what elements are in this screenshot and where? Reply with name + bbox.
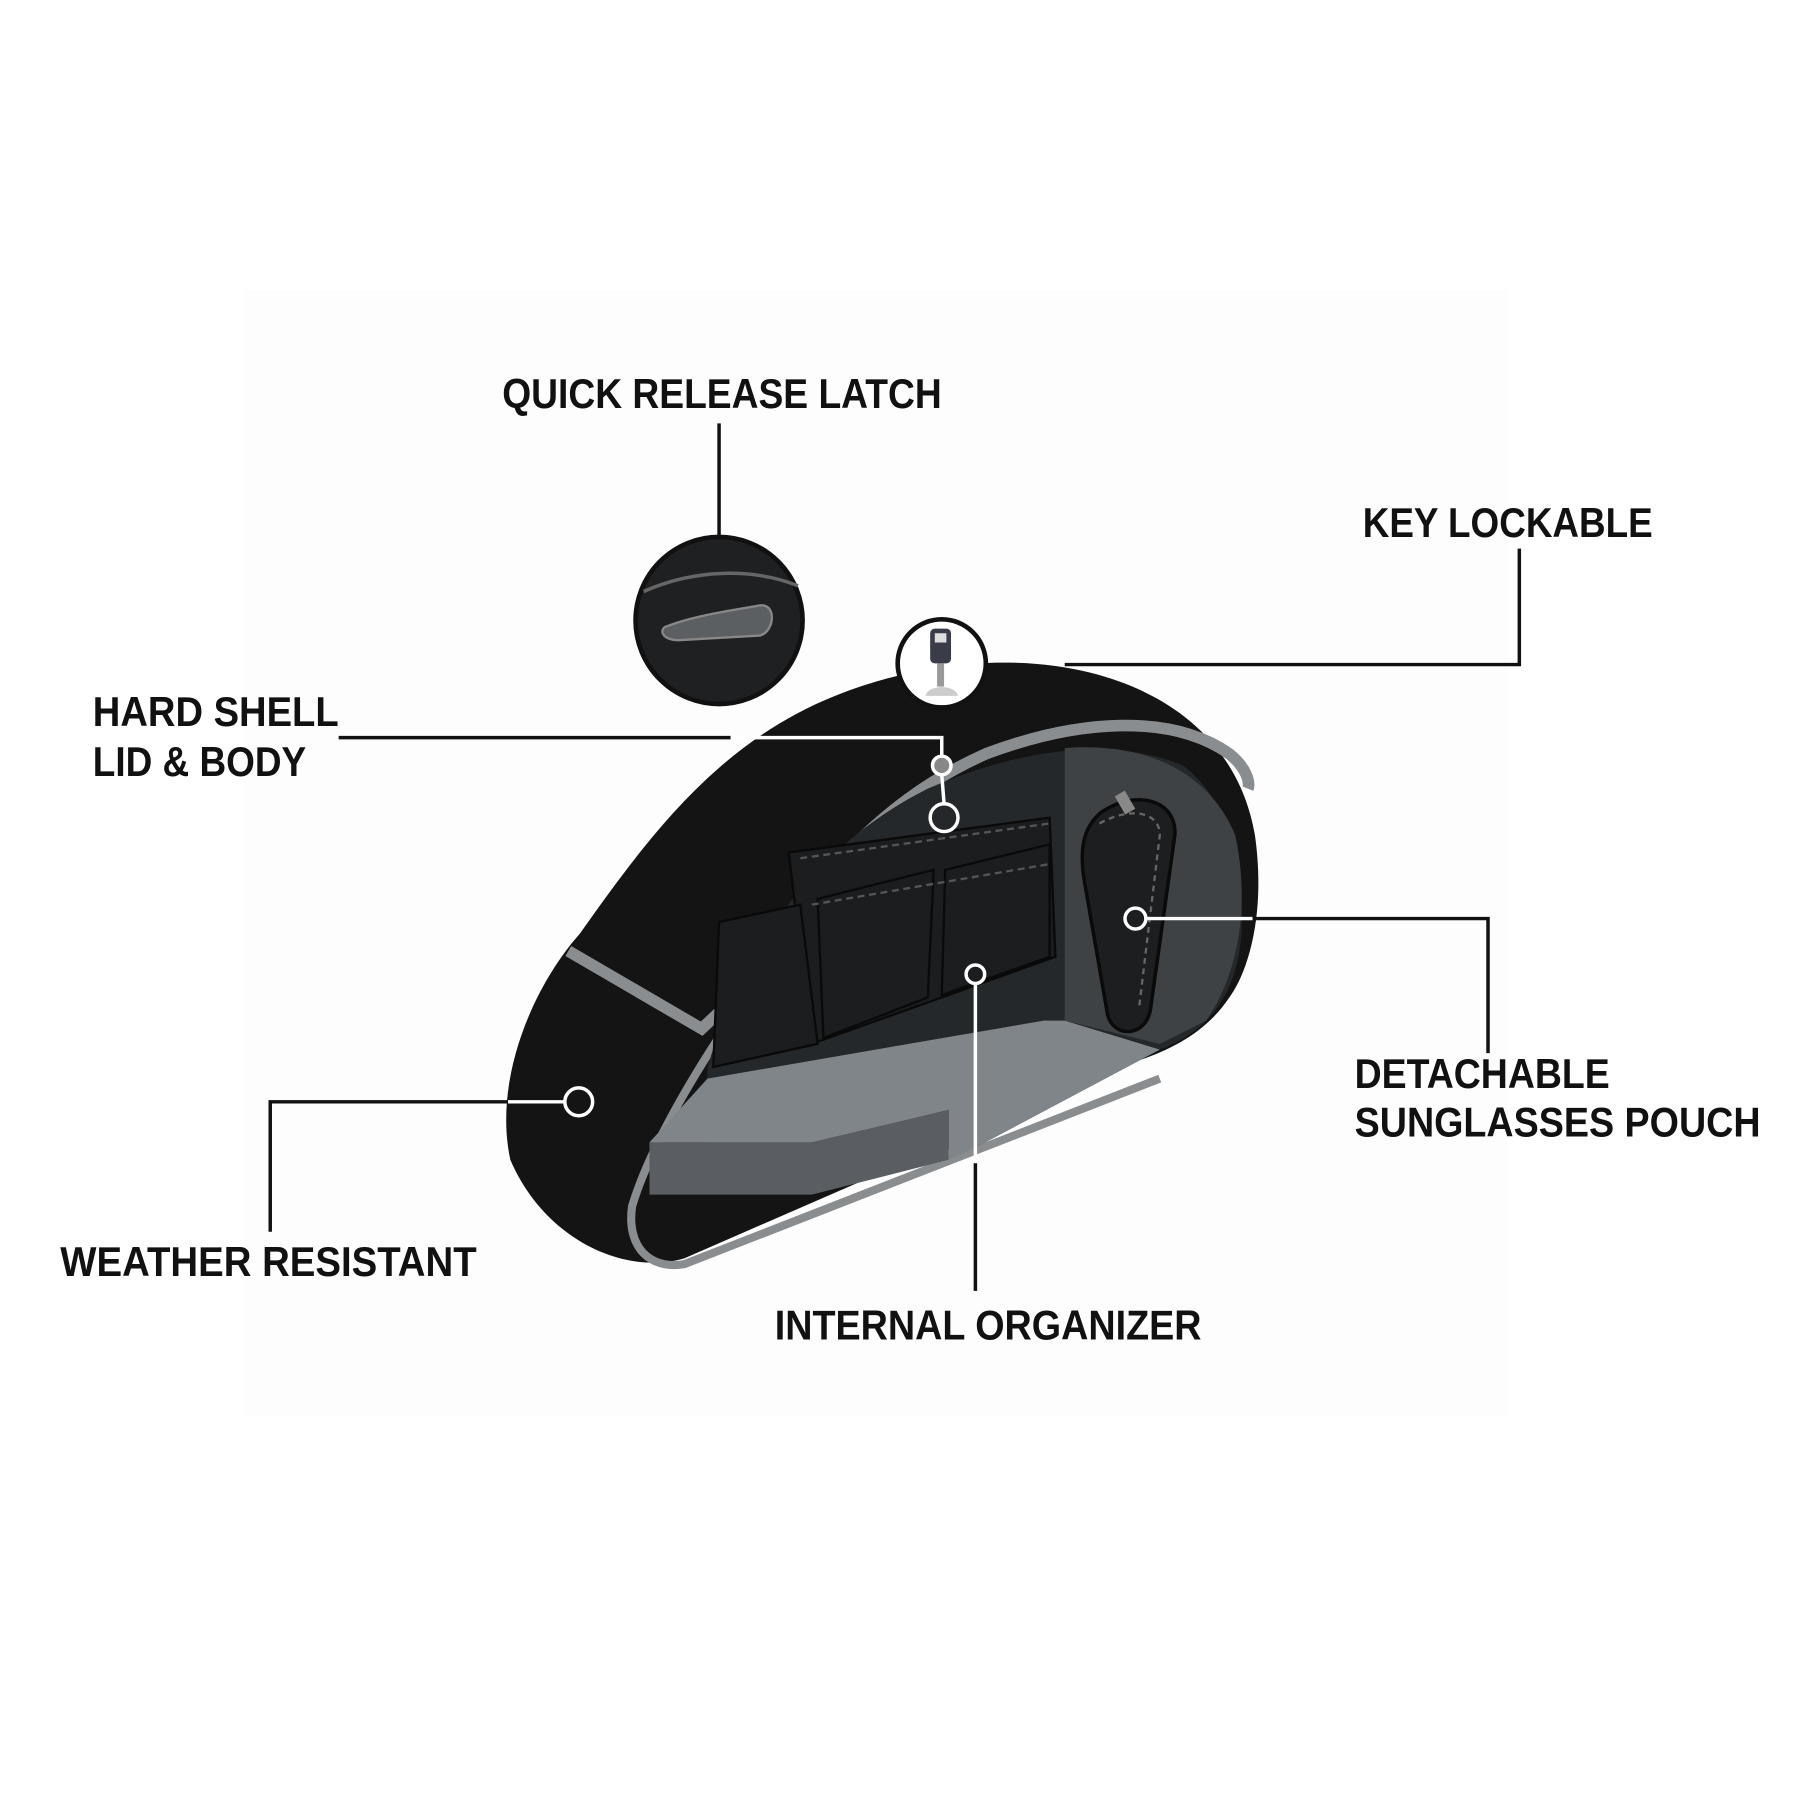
label-hard-shell-line2: LID & BODY — [93, 738, 307, 785]
key-icon — [895, 617, 989, 710]
label-internal-organizer: INTERNAL ORGANIZER — [775, 1302, 1202, 1349]
callout-quick-release-latch: QUICK RELEASE LATCH — [502, 370, 942, 707]
interior-floor — [649, 1020, 1160, 1160]
callout-dot-weather — [563, 1086, 595, 1118]
leader-line — [1252, 916, 1490, 1054]
callout-sunglasses-pouch: DETACHABLE SUNGLASSES POUCH — [1123, 906, 1761, 1146]
leader-line — [1064, 548, 1522, 667]
callout-hard-shell: HARD SHELL LID & BODY — [93, 688, 960, 834]
floor-shadow — [649, 1109, 949, 1195]
latch-detail-icon — [633, 534, 805, 707]
callout-dot-organizer — [964, 963, 987, 986]
label-hard-shell-line1: HARD SHELL — [93, 688, 339, 735]
callout-internal-organizer: INTERNAL ORGANIZER — [775, 963, 1202, 1349]
label-quick-release-latch: QUICK RELEASE LATCH — [502, 370, 942, 417]
organizer-pockets — [712, 816, 1057, 1069]
callout-dot-lid — [930, 754, 953, 777]
saddlebag-illustration — [506, 662, 1259, 1270]
label-detachable-line2: SUNGLASSES POUCH — [1355, 1099, 1761, 1146]
callout-weather-resistant: WEATHER RESISTANT — [60, 1086, 595, 1285]
label-weather-resistant: WEATHER RESISTANT — [60, 1238, 477, 1285]
callout-dot-pouch — [1123, 906, 1148, 931]
leader-line — [268, 1100, 508, 1232]
label-key-lockable: KEY LOCKABLE — [1363, 499, 1653, 546]
leader-line — [940, 774, 946, 804]
callout-dot-body — [928, 801, 960, 834]
callout-key-lockable: KEY LOCKABLE — [895, 499, 1653, 710]
label-detachable-line1: DETACHABLE — [1355, 1050, 1610, 1097]
zipper-pull-icon — [1114, 790, 1136, 815]
